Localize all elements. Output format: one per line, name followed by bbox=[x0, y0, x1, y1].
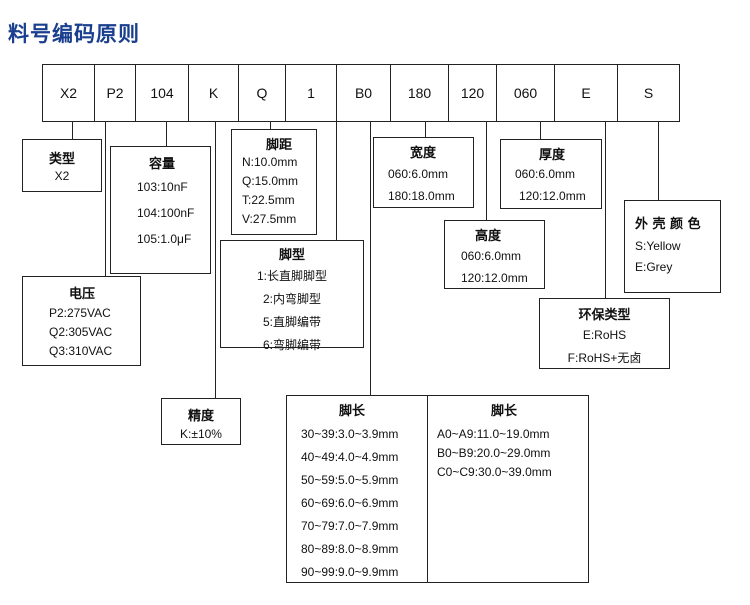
connector-color bbox=[658, 122, 659, 200]
connector-thickness bbox=[540, 122, 541, 139]
color-box: 外 壳 颜 色 S:Yellow E:Grey bbox=[624, 200, 721, 293]
code-cell-pitch: Q bbox=[239, 65, 286, 121]
tolerance-box: 精度 K:±10% bbox=[161, 398, 241, 445]
lead-type-box-line: 2:内弯脚型 bbox=[262, 292, 321, 306]
pitch-box-title: 脚距 bbox=[266, 138, 293, 153]
lead-length-line: 40~49:4.0~4.9mm bbox=[301, 450, 399, 464]
width-box-line: 060:6.0mm bbox=[388, 167, 449, 181]
voltage-box-line: Q2:305VAC bbox=[49, 325, 113, 339]
lead-type-box-title: 脚型 bbox=[278, 248, 305, 263]
connector-environment bbox=[605, 122, 606, 298]
connector-lead-length bbox=[370, 122, 371, 395]
type-box-title: 类型 bbox=[48, 152, 75, 167]
thickness-box: 厚度 060:6.0mm 120:12.0mm bbox=[500, 139, 602, 209]
capacity-box: 容量 103:10nF 104:100nF 105:1.0μF bbox=[110, 146, 211, 274]
pitch-box-line: Q:15.0mm bbox=[242, 174, 299, 188]
environment-box-line: F:RoHS+无卤 bbox=[567, 351, 642, 365]
lead-length-left: 脚长 30~39:3.0~3.9mm 40~49:4.0~4.9mm 50~59… bbox=[301, 400, 425, 579]
type-box: 类型 X2 bbox=[22, 139, 102, 192]
code-cell-lead-type: 1 bbox=[286, 65, 337, 121]
code-cell-voltage: P2 bbox=[95, 65, 136, 121]
width-box-title: 宽度 bbox=[410, 146, 437, 161]
connector-pitch bbox=[270, 122, 271, 129]
voltage-box-line: P2:275VAC bbox=[49, 306, 111, 320]
part-code-row: X2 P2 104 K Q 1 B0 180 120 060 E S bbox=[42, 64, 680, 122]
pitch-box: 脚距 N:10.0mm Q:15.0mm T:22.5mm V:27.5mm bbox=[231, 129, 317, 235]
width-box-line: 180:18.0mm bbox=[388, 189, 455, 203]
connector-width bbox=[425, 122, 426, 137]
color-box-line: E:Grey bbox=[635, 260, 673, 274]
code-cell-color: S bbox=[643, 85, 654, 101]
tolerance-box-title: 精度 bbox=[187, 409, 214, 424]
width-box: 宽度 060:6.0mm 180:18.0mm bbox=[373, 137, 474, 208]
code-cell-width: 180 bbox=[391, 65, 449, 121]
connector-type bbox=[72, 122, 73, 139]
lead-length-line: B0~B9:20.0~29.0mm bbox=[437, 446, 551, 460]
code-cell-tolerance: K bbox=[189, 65, 239, 121]
connector-lead-type bbox=[336, 122, 337, 240]
pitch-box-line: V:27.5mm bbox=[242, 212, 297, 226]
environment-box-line: E:RoHS bbox=[582, 328, 627, 342]
thickness-box-line: 120:12.0mm bbox=[519, 189, 586, 203]
pitch-box-line: N:10.0mm bbox=[242, 155, 298, 169]
lead-type-box: 脚型 1:长直脚脚型 2:内弯脚型 5:直脚编带 6:弯脚编带 bbox=[220, 240, 364, 352]
lead-length-box: 脚长 30~39:3.0~3.9mm 40~49:4.0~4.9mm 50~59… bbox=[286, 395, 589, 583]
tolerance-box-line: K:±10% bbox=[180, 427, 222, 441]
voltage-box-title: 电压 bbox=[69, 287, 96, 302]
connector-height bbox=[486, 122, 487, 220]
code-cell-thickness: 060 bbox=[497, 65, 555, 121]
lead-length-left-title: 脚长 bbox=[339, 404, 366, 419]
capacity-box-title: 容量 bbox=[149, 157, 176, 172]
connector-tolerance bbox=[215, 122, 216, 398]
code-cell-lead-length: B0 bbox=[337, 65, 391, 121]
lead-type-box-line: 1:长直脚脚型 bbox=[256, 269, 327, 283]
lead-length-line: C0~C9:30.0~39.0mm bbox=[437, 465, 552, 479]
height-box: 高度 060:6.0mm 120:12.0mm bbox=[444, 220, 545, 289]
connector-voltage bbox=[105, 122, 106, 276]
capacity-box-line: 104:100nF bbox=[137, 206, 195, 220]
voltage-box: 电压 P2:275VAC Q2:305VAC Q3:310VAC bbox=[22, 276, 141, 366]
environment-box: 环保类型 E:RoHS F:RoHS+无卤 bbox=[539, 298, 670, 369]
height-box-line: 120:12.0mm bbox=[461, 271, 528, 285]
lead-length-right: 脚长 A0~A9:11.0~19.0mm B0~B9:20.0~29.0mm C… bbox=[437, 400, 587, 479]
capacity-box-line: 103:10nF bbox=[137, 180, 188, 194]
lead-length-line: 60~69:6.0~6.9mm bbox=[301, 496, 399, 510]
lead-type-box-line: 6:弯脚编带 bbox=[262, 338, 321, 352]
lead-length-line: 50~59:5.0~5.9mm bbox=[301, 473, 399, 487]
lead-length-divider bbox=[427, 396, 428, 582]
lead-length-line: 30~39:3.0~3.9mm bbox=[301, 427, 399, 441]
height-box-line: 060:6.0mm bbox=[461, 249, 522, 263]
lead-length-line: 80~89:8.0~8.9mm bbox=[301, 542, 399, 556]
pitch-box-line: T:22.5mm bbox=[242, 193, 295, 207]
lead-length-right-title: 脚长 bbox=[491, 404, 518, 419]
color-box-title: 外 壳 颜 色 bbox=[635, 217, 701, 232]
lead-length-line: A0~A9:11.0~19.0mm bbox=[437, 427, 550, 441]
environment-box-title: 环保类型 bbox=[578, 308, 631, 323]
thickness-box-line: 060:6.0mm bbox=[515, 167, 576, 181]
code-cell-capacity: 104 bbox=[136, 65, 189, 121]
thickness-box-title: 厚度 bbox=[539, 148, 566, 163]
type-box-line: X2 bbox=[54, 169, 70, 183]
color-box-line: S:Yellow bbox=[635, 239, 681, 253]
lead-length-line: 70~79:7.0~7.9mm bbox=[301, 519, 399, 533]
lead-type-box-line: 5:直脚编带 bbox=[262, 315, 321, 329]
page-title: 料号编码原则 bbox=[8, 22, 140, 46]
voltage-box-line: Q3:310VAC bbox=[49, 344, 113, 358]
height-box-title: 高度 bbox=[475, 229, 502, 244]
lead-length-line: 90~99:9.0~9.9mm bbox=[301, 565, 399, 579]
connector-capacity bbox=[166, 122, 167, 146]
code-cell-type: X2 bbox=[43, 65, 95, 121]
code-cell-height: 120 bbox=[449, 65, 497, 121]
code-cell-environment: E bbox=[555, 65, 618, 121]
capacity-box-line: 105:1.0μF bbox=[137, 232, 192, 246]
